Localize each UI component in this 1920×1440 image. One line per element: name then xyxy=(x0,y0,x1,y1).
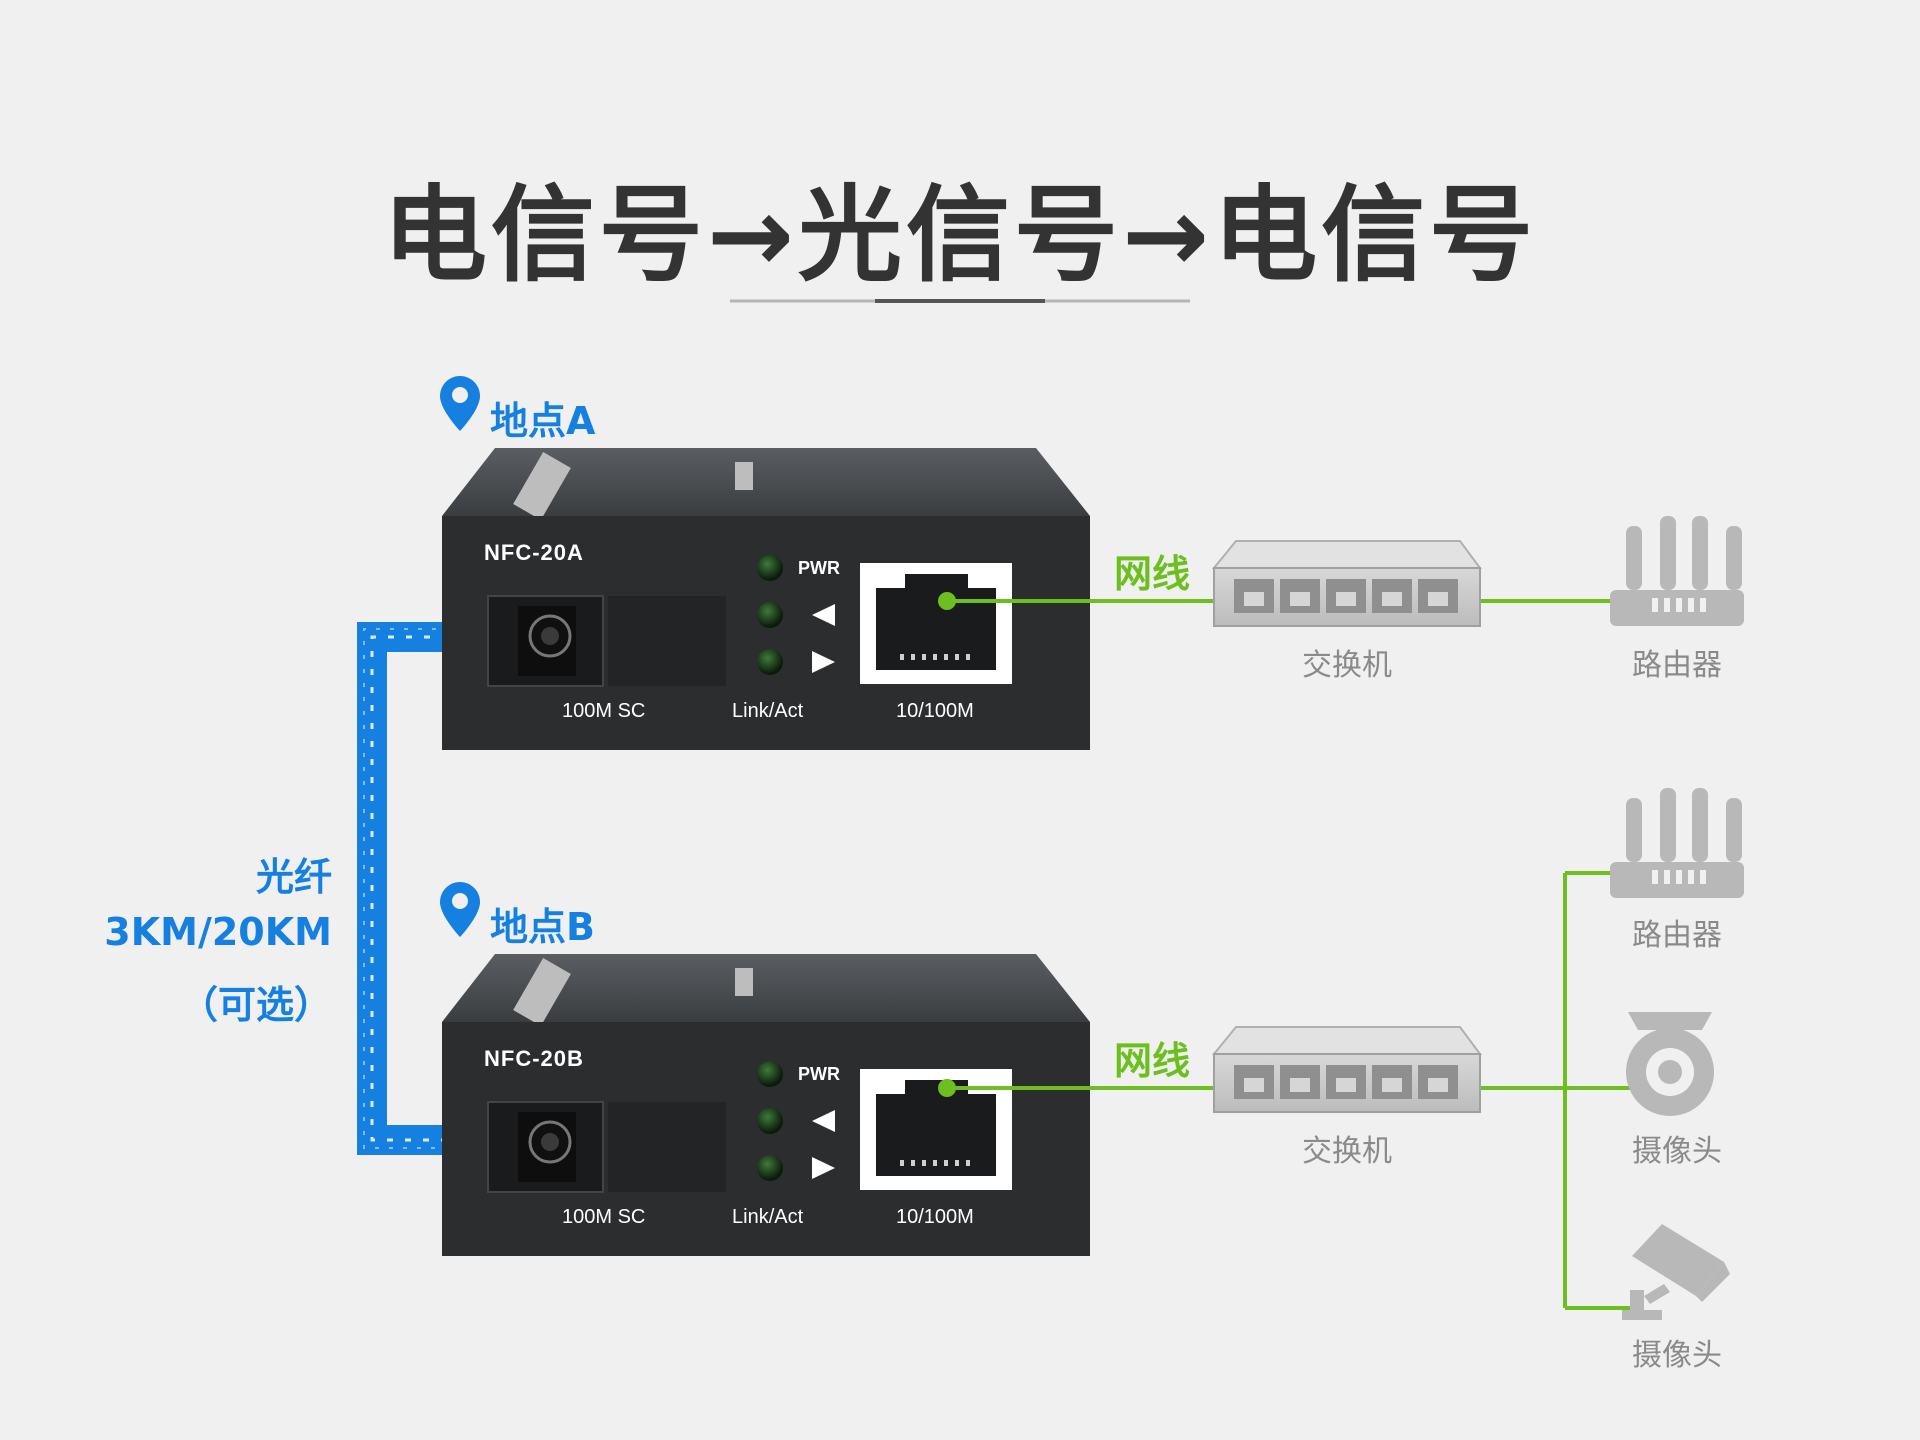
site-a-label: 地点A xyxy=(490,399,596,443)
bullet-camera-label: 摄像头 xyxy=(1632,1338,1722,1373)
device-a-model: NFC-20A xyxy=(484,540,584,565)
ethernet-cable-b xyxy=(938,871,1640,1310)
switch-label-b: 交换机 xyxy=(1302,1134,1392,1169)
switch-icon xyxy=(1211,540,1482,627)
bullet-camera-icon xyxy=(1622,1224,1730,1320)
media-converter-b xyxy=(442,954,1090,1256)
fiber-distance-label: 3KM/20KM xyxy=(104,910,332,954)
brand-logo xyxy=(513,452,753,520)
switch-icon xyxy=(1211,1026,1482,1113)
device-b-pwr-label: PWR xyxy=(798,1064,840,1084)
device-b-model: NFC-20B xyxy=(484,1046,584,1071)
router-label-a: 路由器 xyxy=(1632,648,1722,683)
location-pin-icon xyxy=(440,882,480,937)
router-icon xyxy=(1610,788,1744,898)
switch-label-a: 交换机 xyxy=(1302,648,1392,683)
router-icon xyxy=(1610,516,1744,626)
cable-label-b: 网线 xyxy=(1114,1039,1191,1083)
device-a-pwr-label: PWR xyxy=(798,558,840,578)
dome-camera-icon xyxy=(1626,1012,1714,1116)
device-b-rj45-label: 10/100M xyxy=(896,1206,974,1228)
device-a-led-label: Link/Act xyxy=(732,700,804,722)
site-b-label: 地点B xyxy=(490,905,595,949)
dome-camera-label: 摄像头 xyxy=(1632,1134,1722,1169)
ethernet-cable-a xyxy=(938,592,1610,610)
device-a-fiber-port-label: 100M SC xyxy=(562,700,646,722)
fiber-label: 光纤 xyxy=(255,855,332,899)
router-label-b: 路由器 xyxy=(1632,918,1722,953)
device-a-rj45-label: 10/100M xyxy=(896,700,974,722)
location-pin-icon xyxy=(440,376,480,431)
cable-label-a: 网线 xyxy=(1114,552,1191,596)
brand-logo xyxy=(513,958,753,1026)
device-b-fiber-port-label: 100M SC xyxy=(562,1206,646,1228)
media-converter-a xyxy=(442,448,1090,750)
page-title: 电信号→光信号→电信号 xyxy=(382,174,1538,296)
device-b-led-label: Link/Act xyxy=(732,1206,804,1228)
fiber-optional-label: （可选） xyxy=(179,983,332,1027)
